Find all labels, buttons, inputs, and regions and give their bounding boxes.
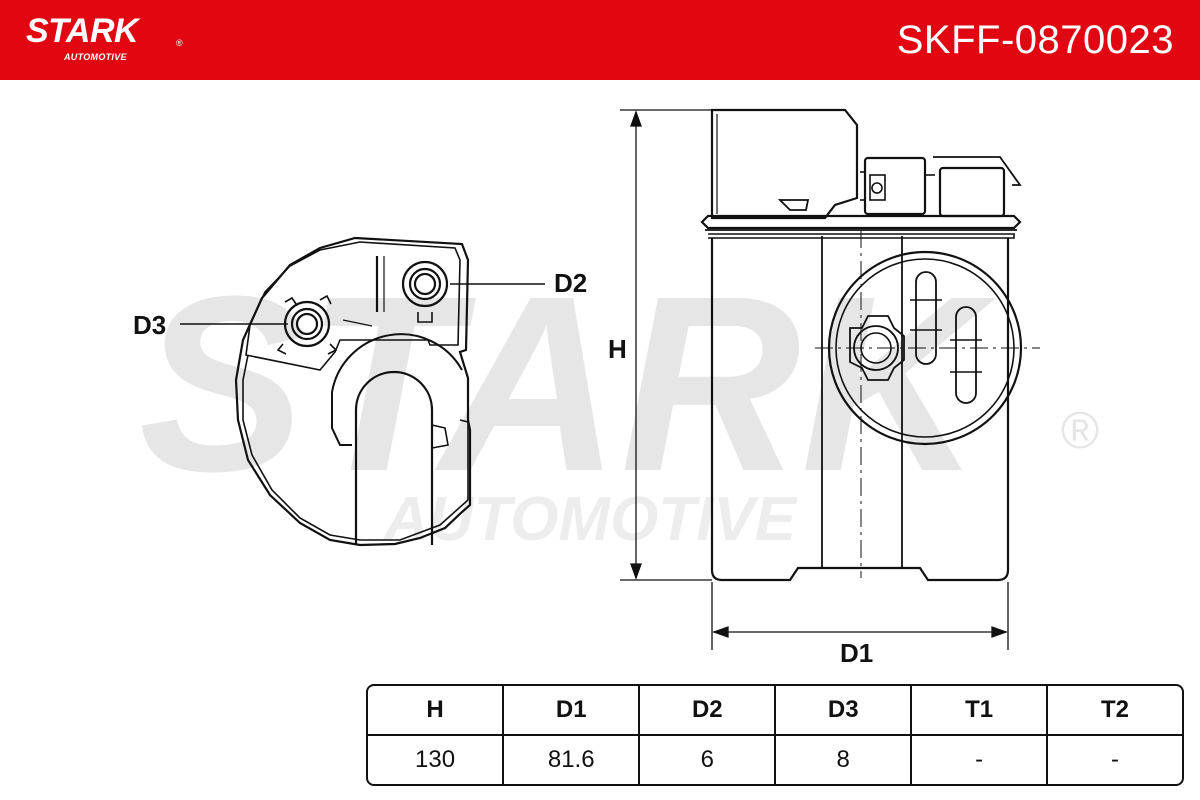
spec-value-d1: 81.6	[504, 736, 641, 784]
spec-header-t1: T1	[912, 686, 1049, 736]
part-number: SKFF-0870023	[896, 18, 1174, 62]
spec-value-d3: 8	[776, 736, 913, 784]
spec-header-d3: D3	[776, 686, 913, 736]
watermark-main: STARK	[139, 244, 997, 523]
spec-table-header-row: H D1 D2 D3 T1 T2	[368, 686, 1182, 736]
spec-value-t1: -	[912, 736, 1049, 784]
spec-table: H D1 D2 D3 T1 T2 130 81.6 6 8 - -	[366, 684, 1184, 786]
watermark: STARK AUTOMOTIVE ®	[139, 244, 1099, 554]
spec-value-d2: 6	[640, 736, 777, 784]
watermark-reg: ®	[1061, 402, 1099, 460]
header-bar: STARK ® AUTOMOTIVE SKFF-0870023	[0, 0, 1200, 80]
dimension-label-d3: D3	[133, 310, 167, 340]
dimension-label-h: H	[608, 334, 627, 364]
top-view	[180, 236, 545, 547]
spec-header-t2: T2	[1048, 686, 1182, 736]
spec-header-d1: D1	[504, 686, 641, 736]
spec-header-h: H	[368, 686, 505, 736]
brand-name: STARK	[26, 12, 139, 50]
watermark-sub: AUTOMOTIVE	[382, 485, 798, 554]
side-view	[700, 108, 1040, 582]
brand-registered-mark: ®	[176, 38, 183, 48]
spec-header-d2: D2	[640, 686, 777, 736]
spec-table-value-row: 130 81.6 6 8 - -	[368, 736, 1182, 784]
brand-subtitle: AUTOMOTIVE	[64, 52, 127, 62]
dimension-label-d1: D1	[840, 638, 874, 668]
dimension-lines	[620, 109, 1009, 650]
spec-value-t2: -	[1111, 746, 1120, 773]
brand-logo: STARK ® AUTOMOTIVE	[26, 12, 183, 62]
dimension-label-d2: D2	[554, 268, 588, 298]
spec-value-h: 130	[368, 736, 505, 784]
technical-drawing: STARK AUTOMOTIVE ®	[139, 108, 1099, 650]
